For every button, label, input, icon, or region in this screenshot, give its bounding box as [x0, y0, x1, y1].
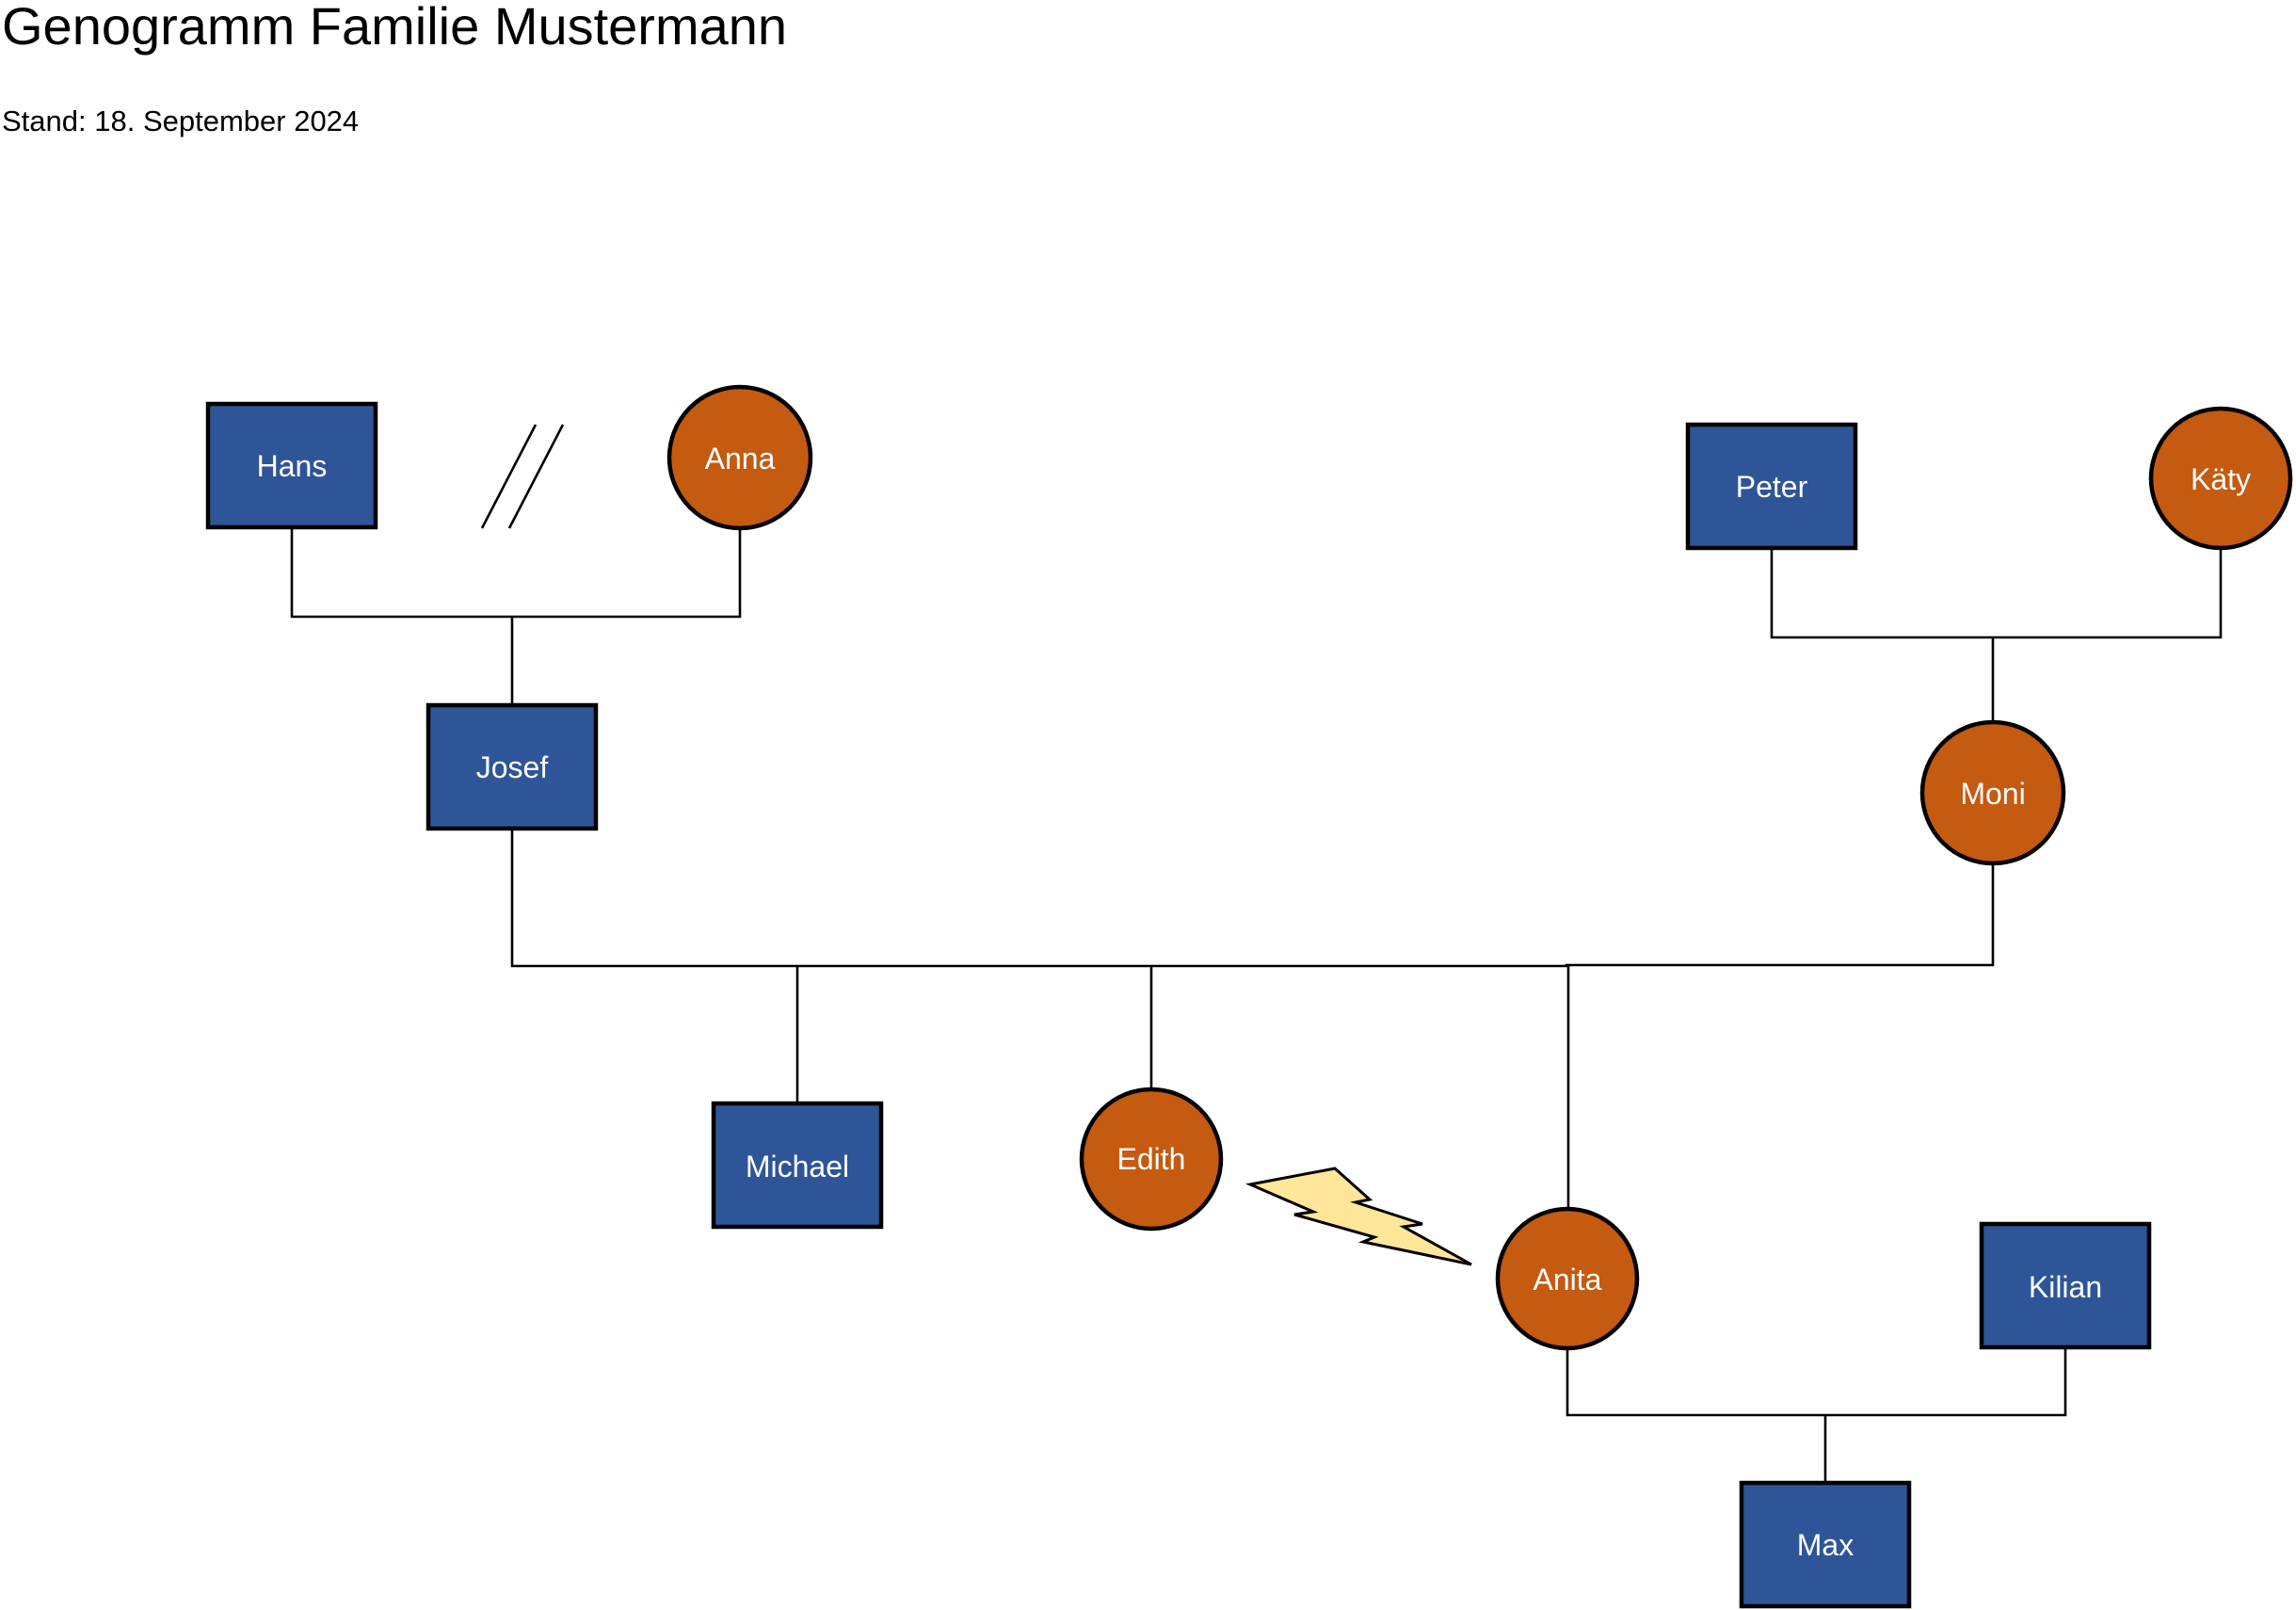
female-circle-icon — [1079, 1087, 1224, 1232]
female-circle-icon — [1919, 719, 2066, 866]
person-anna[interactable]: Anna — [666, 384, 813, 531]
male-square-icon — [711, 1101, 884, 1230]
male-square-icon — [1739, 1480, 1912, 1609]
female-circle-icon — [1495, 1206, 1640, 1351]
person-name: Michael — [746, 1150, 849, 1183]
female-circle-icon — [666, 384, 813, 531]
male-square-icon — [1979, 1221, 2152, 1350]
person-edith[interactable]: Edith — [1079, 1087, 1224, 1232]
person-katy[interactable]: Käty — [2148, 406, 2293, 551]
double-slash-icon — [480, 424, 565, 529]
page-subtitle: Stand: 18. September 2024 — [2, 105, 360, 137]
lightning-icon — [1244, 1167, 1472, 1266]
male-square-icon — [425, 702, 599, 831]
person-name: Anna — [705, 442, 776, 475]
female-circle-icon — [2148, 406, 2293, 551]
person-moni[interactable]: Moni — [1919, 719, 2066, 866]
partner-line-josef-moni — [510, 829, 1995, 968]
person-anita[interactable]: Anita — [1495, 1206, 1640, 1351]
person-name: Hans — [257, 449, 328, 483]
partner-line-peter-katy — [1770, 548, 2223, 639]
male-square-icon — [1685, 422, 1858, 551]
person-josef[interactable]: Josef — [425, 702, 599, 831]
person-name: Josef — [476, 750, 549, 784]
page-title: Genogramm Familie Mustermann — [2, 0, 788, 56]
person-name: Peter — [1736, 470, 1808, 504]
partner-line-anita-kilian — [1565, 1347, 2067, 1417]
person-name: Edith — [1117, 1142, 1186, 1176]
person-hans[interactable]: Hans — [205, 401, 378, 530]
connector-lines — [290, 527, 2223, 1483]
person-name: Moni — [1960, 777, 2025, 811]
person-peter[interactable]: Peter — [1685, 422, 1858, 551]
person-kilian[interactable]: Kilian — [1979, 1221, 2152, 1350]
person-name: Max — [1797, 1528, 1854, 1562]
male-square-icon — [205, 401, 378, 530]
person-name: Anita — [1533, 1263, 1602, 1296]
person-michael[interactable]: Michael — [711, 1101, 884, 1230]
person-name: Kilian — [2029, 1270, 2102, 1304]
partner-line-hans-anna — [290, 527, 742, 619]
person-name: Käty — [2191, 462, 2251, 496]
person-max[interactable]: Max — [1739, 1480, 1912, 1609]
